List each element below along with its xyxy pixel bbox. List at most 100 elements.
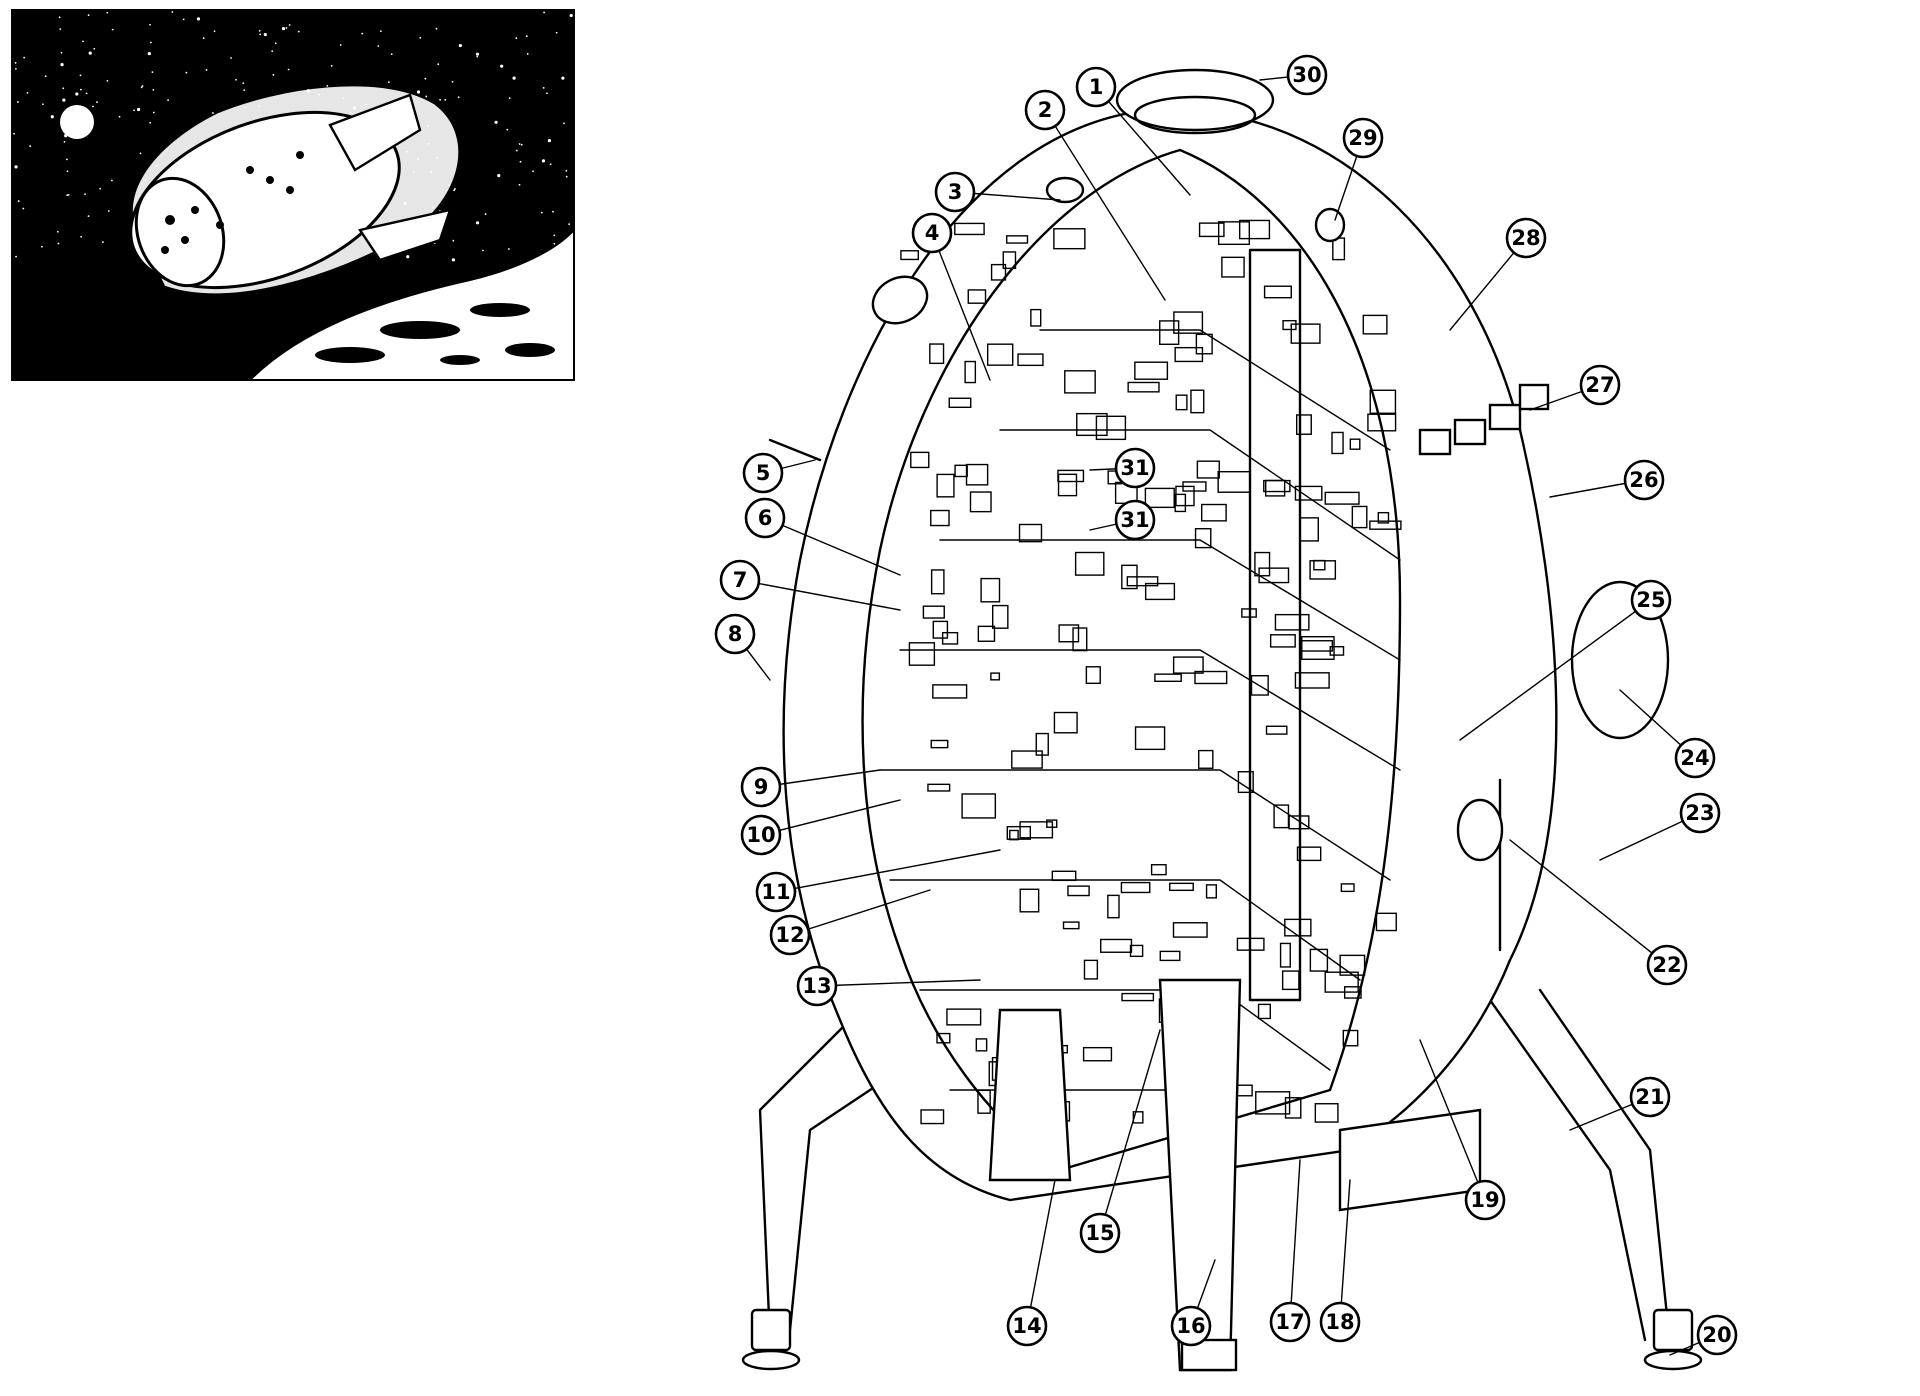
- star: [520, 143, 523, 146]
- callout-label: 31: [1120, 456, 1149, 480]
- callout-circle: [1286, 54, 1328, 96]
- machinery-part: [1127, 381, 1160, 393]
- star: [272, 73, 275, 76]
- machinery-part: [941, 631, 959, 645]
- leader-line: [739, 579, 901, 611]
- machinery-part: [1067, 885, 1090, 897]
- leader-line: [775, 849, 1001, 893]
- star: [66, 194, 69, 197]
- machinery-part: [961, 793, 997, 819]
- star: [141, 85, 144, 87]
- star: [518, 183, 521, 186]
- star: [281, 27, 286, 31]
- star: [15, 255, 17, 258]
- callout-label: 8: [728, 622, 743, 646]
- callout-label: 23: [1685, 801, 1714, 825]
- star: [541, 159, 546, 163]
- star: [263, 32, 267, 37]
- machinery-part: [946, 1008, 982, 1026]
- star: [547, 139, 552, 143]
- machinery-part: [1006, 825, 1032, 840]
- machinery-part: [991, 604, 1009, 629]
- machinery-part: [910, 451, 930, 469]
- machinery-part: [977, 1089, 991, 1114]
- inset-ship: [129, 93, 452, 290]
- callout-circle: [744, 497, 786, 539]
- machinery-part: [1195, 333, 1213, 355]
- cutaway-edge: [861, 148, 1402, 1172]
- callout-label: 19: [1470, 1188, 1499, 1212]
- machinery-part: [1254, 551, 1271, 577]
- callout-circle: [1024, 89, 1066, 131]
- star: [508, 97, 511, 100]
- machinery-part: [930, 739, 949, 749]
- callout-circle: [1646, 944, 1688, 986]
- callout-18: 18: [1319, 1301, 1361, 1343]
- machinery-part: [900, 250, 920, 261]
- machinery-part: [1340, 883, 1355, 893]
- machinery-part: [1343, 986, 1362, 999]
- star: [79, 88, 82, 91]
- callout-label: 13: [802, 974, 831, 998]
- star: [139, 152, 142, 155]
- machinery-part: [1169, 882, 1194, 892]
- machinery-part: [1154, 673, 1182, 683]
- star: [93, 47, 96, 50]
- machinery-part: [1172, 922, 1208, 938]
- star: [99, 187, 102, 190]
- star: [63, 141, 66, 143]
- machinery-part: [1331, 431, 1344, 455]
- leader-line: [1044, 109, 1166, 301]
- star: [452, 239, 455, 242]
- star: [196, 17, 201, 21]
- machinery-part: [1314, 1103, 1339, 1123]
- machinery-part: [1250, 675, 1269, 696]
- callout-23: 23: [1679, 792, 1721, 834]
- star: [58, 16, 61, 19]
- callout-label: 20: [1702, 1323, 1731, 1347]
- machinery-part: [954, 222, 985, 236]
- machinery-part: [1159, 320, 1180, 345]
- star: [152, 111, 155, 114]
- star: [14, 165, 18, 169]
- star: [563, 122, 565, 125]
- callout-19: 19: [1464, 1179, 1506, 1221]
- callout-14: 14: [1006, 1305, 1048, 1347]
- callout-label: 22: [1652, 953, 1681, 977]
- star: [118, 115, 121, 118]
- landing-pad: [750, 1308, 792, 1352]
- machinery-part: [1134, 361, 1169, 380]
- star: [147, 51, 151, 56]
- callout-circle: [714, 613, 756, 655]
- star: [62, 87, 65, 90]
- star: [60, 63, 64, 67]
- callout-label: 1: [1089, 75, 1104, 99]
- star: [454, 188, 456, 190]
- star: [540, 211, 543, 214]
- machinery-part: [1121, 992, 1155, 1002]
- antenna-mast: [768, 438, 822, 462]
- machinery-part: [1058, 624, 1080, 643]
- machinery-part: [1083, 959, 1099, 980]
- star: [330, 64, 333, 67]
- callout-circle: [1464, 1179, 1506, 1221]
- callout-label: 29: [1348, 126, 1377, 150]
- leader-line: [1419, 1039, 1486, 1201]
- callout-16: 16: [1170, 1305, 1212, 1347]
- machinery-part: [1290, 323, 1321, 344]
- machinery-part: [1159, 950, 1181, 962]
- machinery-part: [1339, 954, 1366, 976]
- observation-dome: [1115, 68, 1275, 132]
- machinery-part: [1062, 921, 1080, 930]
- machinery-part: [1002, 251, 1017, 270]
- machinery-part: [1367, 413, 1397, 432]
- star: [13, 132, 15, 135]
- leader-line: [931, 232, 991, 381]
- callout-circle: [934, 171, 976, 213]
- callout-circle: [1319, 1301, 1361, 1343]
- callout-circle: [1006, 1305, 1048, 1347]
- star: [23, 56, 26, 59]
- callout-circle: [1170, 1305, 1212, 1347]
- callout-circle: [1114, 499, 1156, 541]
